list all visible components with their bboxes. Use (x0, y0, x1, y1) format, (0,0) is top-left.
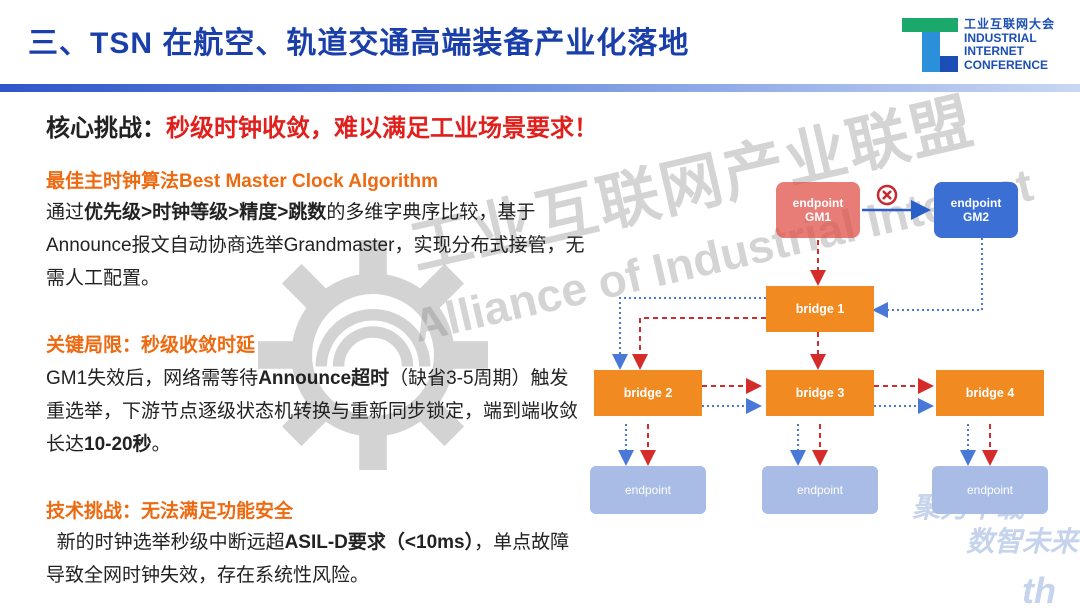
bridge-2-node: bridge 2 (594, 370, 702, 416)
conference-logo: 工业互联网大会 INDUSTRIAL INTERNET CONFERENCE (900, 16, 1070, 74)
endpoint-3-node: endpoint (932, 466, 1048, 514)
bridge-3-node: bridge 3 (766, 370, 874, 416)
bmca-text-1: 通过 (46, 202, 85, 223)
logo-line-cn: 工业互联网大会 (964, 17, 1056, 31)
endpoint-1-node: endpoint (590, 466, 706, 514)
watermark-slogan-2: 数智未来 (966, 526, 1079, 557)
section-bmca-text: 通过优先级>时钟等级>精度>跳数的多维字典序比较，基于Announce报文自动协… (46, 196, 586, 295)
diagram-connectors (612, 200, 998, 466)
section-safety-heading: 技术挑战：无法满足功能安全 (46, 501, 294, 522)
limitation-bold-2: 10-20秒 (84, 434, 152, 455)
conference-logo-icon (902, 18, 958, 72)
section-bmca-heading: 最佳主时钟算法Best Master Clock Algorithm (46, 171, 439, 192)
logo-text: 工业互联网大会 INDUSTRIAL INTERNET CONFERENCE (964, 17, 1056, 72)
bmca-text-2: 的多维字典序比较，基于Announce报文自动协商选举Grandmaster，实… (46, 202, 585, 289)
watermark-th: th (1022, 570, 1056, 611)
header-divider-bar (0, 84, 1080, 92)
bridge-1-node: bridge 1 (766, 286, 874, 332)
bmca-bold: 优先级>时钟等级>精度>跳数 (84, 202, 327, 223)
core-challenge-heading: 核心挑战：秒级时钟收敛，难以满足工业场景要求！ (46, 108, 598, 143)
safety-bold: ASIL-D要求（<10ms） (284, 532, 475, 553)
gm1-label: endpoint GM1 (792, 196, 844, 224)
logo-line-1: INDUSTRIAL (964, 30, 1037, 45)
gear-watermark-icon (258, 240, 488, 470)
section-safety-text: 新的时钟选举秒级中断远超ASIL-D要求（<10ms），单点故障导致全网时钟失效… (46, 526, 586, 592)
safety-text-1: 新的时钟选举秒级中断远超 (46, 532, 285, 553)
limitation-bold-1: Announce超时 (258, 368, 390, 389)
bridge-4-node: bridge 4 (936, 370, 1044, 416)
limitation-text-2: （缺省3-5周期）触发重选举，下游节点逐级状态机转换与重新同步锁定，端到端收敛长… (46, 368, 579, 455)
logo-line-2: INTERNET (964, 44, 1024, 58)
limitation-text-1: GM1失效后，网络需等待 (46, 368, 259, 389)
endpoint-2-node: endpoint (762, 466, 878, 514)
core-challenge-highlight: 秒级时钟收敛，难以满足工业场景要求！ (166, 115, 598, 142)
failure-x-icon (876, 184, 898, 206)
gm1-node: endpoint GM1 (776, 182, 860, 238)
safety-text-2: ，单点故障导致全网时钟失效，存在系统性风险。 (46, 532, 570, 586)
gm2-label: endpoint GM2 (950, 196, 1002, 224)
section-limitation-text: GM1失效后，网络需等待Announce超时（缺省3-5周期）触发重选举，下游节… (46, 362, 586, 461)
gm2-node: endpoint GM2 (934, 182, 1018, 238)
section-limitation-heading: 关键局限：秒级收敛时延 (46, 335, 256, 356)
logo-line-3: CONFERENCE (964, 57, 1049, 72)
bmca-topology-diagram: endpoint GM1 endpoint GM2 bridge 1 bridg… (590, 170, 1060, 530)
slide-title: 三、TSN 在航空、轨道交通高端装备产业化落地 (28, 27, 690, 60)
limitation-text-3: 。 (151, 434, 171, 455)
core-challenge-prefix: 核心挑战： (46, 115, 166, 142)
